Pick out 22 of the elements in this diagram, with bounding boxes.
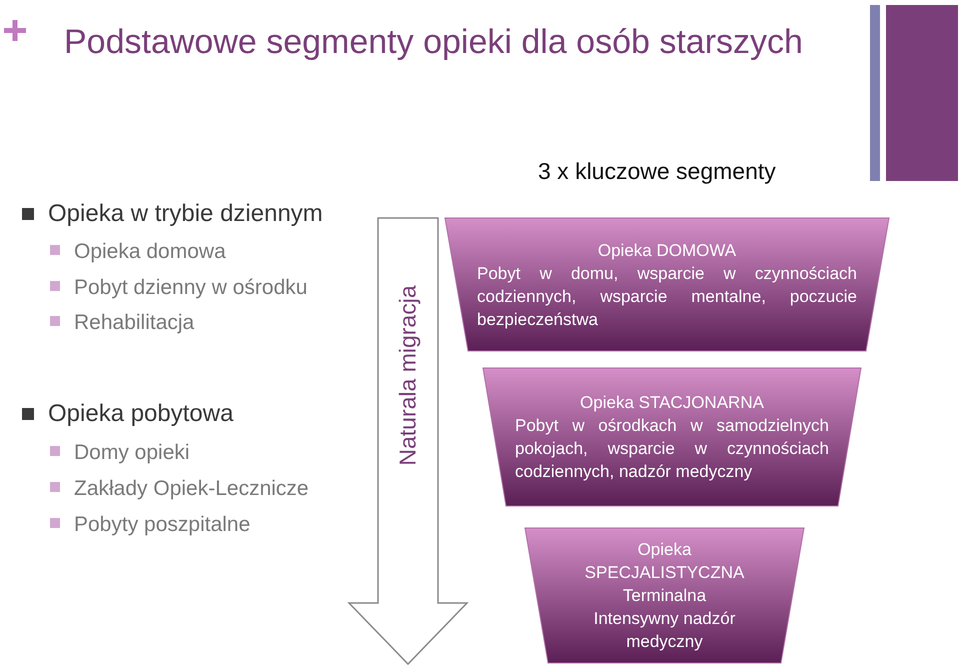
segment-description: Intensywny nadzór medyczny bbox=[592, 608, 736, 653]
segment-heading: Opieka DOMOWA bbox=[596, 240, 738, 262]
slide-title: Podstawowe segmenty opieki dla osób starszych bbox=[64, 22, 804, 63]
list-item: Rehabilitacja bbox=[74, 310, 194, 336]
down-arrow bbox=[348, 215, 468, 665]
segment-description: Pobyt w domu, wsparcie w czynnościach codziennych, wsparcie mentalne, poczucie bezpieczeństwa bbox=[477, 262, 857, 330]
segment-heading: Opieka SPECJALISTYCZNA bbox=[584, 539, 746, 584]
segment-description: Terminalna bbox=[622, 585, 708, 607]
segment-trapezoid bbox=[525, 528, 804, 663]
segment-description: Pobyt w ośrodkach w samodzielnych pokojach, wsparcie w czynnościach codziennych, nadzór medyczny bbox=[515, 415, 829, 483]
section-heading: 3 x kluczowe segmenty bbox=[538, 158, 776, 185]
segment-heading: Opieka STACJONARNA bbox=[579, 392, 765, 414]
list-item: Opieka domowa bbox=[74, 239, 226, 265]
list-item: Pobyty poszpitalne bbox=[74, 512, 250, 538]
list-item: Domy opieki bbox=[74, 440, 190, 466]
list-item: Opieka w trybie dziennym bbox=[48, 200, 323, 228]
arrow-label: Naturala migracja bbox=[394, 284, 422, 466]
segment-trapezoid bbox=[445, 218, 889, 351]
segment-trapezoid bbox=[483, 368, 861, 506]
list-item: Pobyt dzienny w ośrodku bbox=[74, 275, 308, 301]
list-item: Zakłady Opiek-Lecznicze bbox=[74, 476, 309, 502]
list-item: Opieka pobytowa bbox=[48, 400, 234, 428]
